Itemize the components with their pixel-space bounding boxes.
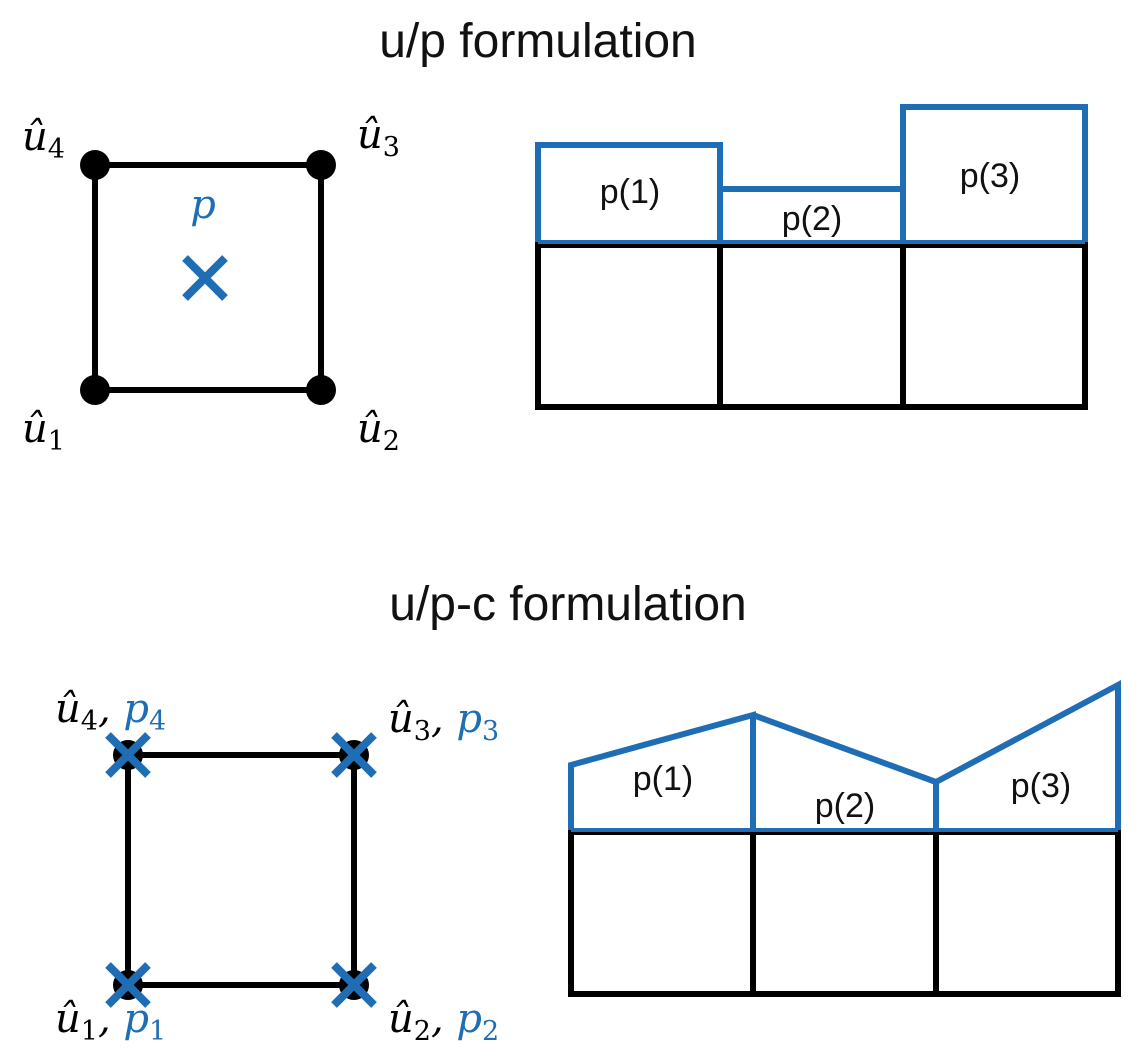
top-mesh (535, 242, 1088, 410)
top-node-3 (306, 150, 336, 180)
top-node-4 (80, 150, 110, 180)
top-node-label-1: û1 (22, 406, 65, 457)
bottom-title: u/p-c formulation (389, 578, 747, 631)
bottom-cell-label-1: p(1) (633, 760, 693, 798)
top-cell-label-2: p(2) (782, 200, 842, 238)
bottom-pressure-cell-3 (934, 680, 1121, 830)
bottom-mesh (568, 829, 1121, 997)
bottom-pressure-cell-1 (568, 711, 756, 830)
bottom-cell-label-2: p(2) (815, 787, 875, 825)
top-node-label-3: û3 (357, 112, 400, 163)
bottom-node-label-1: û1, p1 (55, 996, 166, 1047)
bottom-cell-label-3: p(3) (1011, 767, 1071, 805)
bottom-node-label-2: û2, p2 (388, 996, 499, 1047)
top-center-cross-icon (182, 255, 228, 301)
top-pressure-profile (535, 104, 1088, 242)
top-node-2 (306, 375, 336, 405)
top-element-square (92, 162, 324, 393)
bottom-element-square (125, 752, 357, 988)
bottom-node-label-4: û4, p4 (55, 686, 166, 737)
top-title: u/p formulation (379, 15, 697, 68)
bottom-node-label-3: û3, p3 (388, 696, 499, 747)
top-cell-label-1: p(1) (600, 173, 660, 211)
top-node-label-2: û2 (357, 406, 400, 457)
top-center-p-label: p (190, 182, 216, 228)
bottom-node-cross-icons (105, 732, 377, 1008)
top-node-1 (80, 375, 110, 405)
top-node-label-4: û4 (22, 114, 65, 165)
top-cell-label-3: p(3) (960, 157, 1020, 195)
